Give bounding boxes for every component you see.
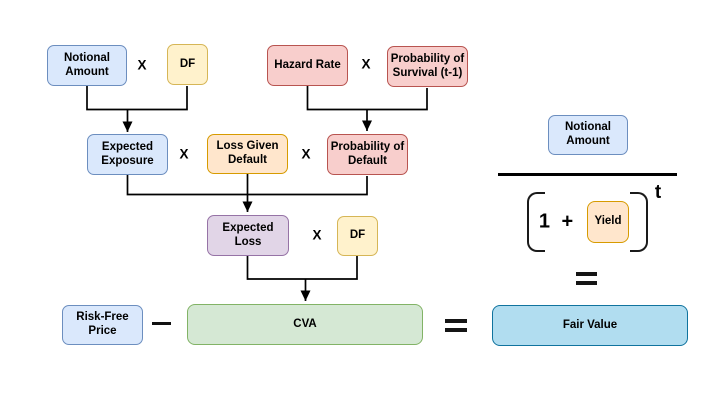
node-cva: CVA (187, 304, 423, 345)
node-probability-of-survival: Probability of Survival (t-1) (387, 46, 468, 87)
node-notional-amount: Notional Amount (47, 45, 127, 86)
connector-merge-hazard-survival (306, 86, 428, 111)
node-loss-given-default: Loss Given Default (207, 134, 288, 174)
multiply-sign-3: X (179, 146, 189, 162)
node-expected-loss: Expected Loss (207, 215, 289, 256)
node-probability-of-default: Probability of Default (327, 134, 408, 175)
multiply-sign-2: X (361, 56, 371, 72)
node-hazard-rate: Hazard Rate (267, 45, 348, 86)
node-notional-amount-numerator: Notional Amount (548, 115, 628, 155)
node-expected-exposure: Expected Exposure (87, 134, 168, 175)
node-yield: Yield (587, 201, 629, 243)
exponent-t: t (654, 182, 662, 203)
multiply-sign-4: X (301, 146, 311, 162)
connector-merge-notional-df (86, 86, 188, 111)
multiply-sign-5: X (312, 227, 322, 243)
fraction-bar (498, 173, 677, 176)
one-plus-expression: 1 + (538, 210, 574, 233)
right-bracket (630, 192, 648, 252)
multiply-sign-1: X (137, 57, 147, 73)
minus-sign (152, 322, 171, 325)
node-discount-factor-top: DF (167, 44, 208, 85)
node-fair-value: Fair Value (492, 305, 688, 346)
left-bracket (527, 192, 545, 252)
equals-sign-main (445, 319, 467, 332)
connector-merge-expectedloss-df (246, 256, 358, 280)
node-discount-factor-mid: DF (337, 216, 378, 256)
equals-sign-formula (576, 272, 597, 285)
node-risk-free-price: Risk-Free Price (62, 305, 143, 345)
